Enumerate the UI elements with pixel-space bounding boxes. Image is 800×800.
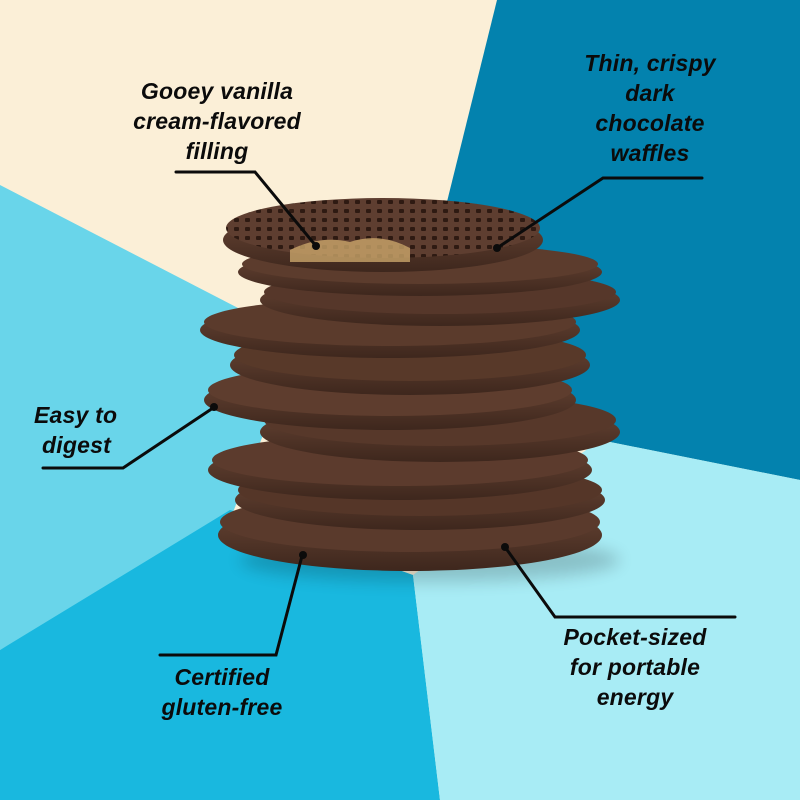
callout-dot-digest — [210, 403, 218, 411]
callout-waffles-line-1: Thin, crispy — [584, 50, 716, 76]
callout-waffles-line-4: waffles — [610, 140, 690, 166]
callout-digest: Easy to digest — [22, 400, 142, 460]
callout-dot-filling — [312, 242, 320, 250]
callout-pocket-line-1: Pocket-sized — [563, 624, 707, 650]
callout-filling-line-3: filling — [185, 138, 249, 164]
callout-line-waffles — [495, 176, 704, 250]
callout-dot-gluten — [299, 551, 307, 559]
callout-pocket: Pocket-sized for portable energy — [545, 622, 725, 712]
callout-gluten: Certified gluten-free — [132, 662, 312, 722]
callout-waffles: Thin, crispy dark chocolate waffles — [560, 48, 740, 168]
callout-filling-line-2: cream-flavored — [133, 108, 301, 134]
callout-line-filling — [174, 170, 318, 248]
callout-waffles-line-2: dark — [625, 80, 675, 106]
callout-waffles-line-3: chocolate — [595, 110, 705, 136]
callout-pocket-line-3: energy — [596, 684, 674, 710]
callout-dot-waffles — [493, 244, 501, 252]
callout-dot-pocket — [501, 543, 509, 551]
light-cyan-wedge — [0, 185, 300, 650]
callout-filling-line-1: Gooey vanilla — [140, 78, 294, 104]
dark-blue-wedge — [440, 0, 800, 480]
top-waffle — [223, 198, 543, 272]
callout-pocket-line-2: for portable — [569, 654, 701, 680]
callout-digest-line-1: Easy to — [34, 402, 118, 428]
callout-line-digest — [41, 406, 215, 470]
callout-gluten-line-2: gluten-free — [161, 694, 283, 720]
callout-line-pocket — [503, 545, 737, 619]
callout-line-gluten — [158, 554, 304, 657]
callout-filling: Gooey vanilla cream-flavored filling — [112, 76, 322, 166]
cream-filling — [290, 238, 410, 262]
callout-digest-line-2: digest — [42, 432, 111, 458]
callout-gluten-line-1: Certified — [174, 664, 270, 690]
